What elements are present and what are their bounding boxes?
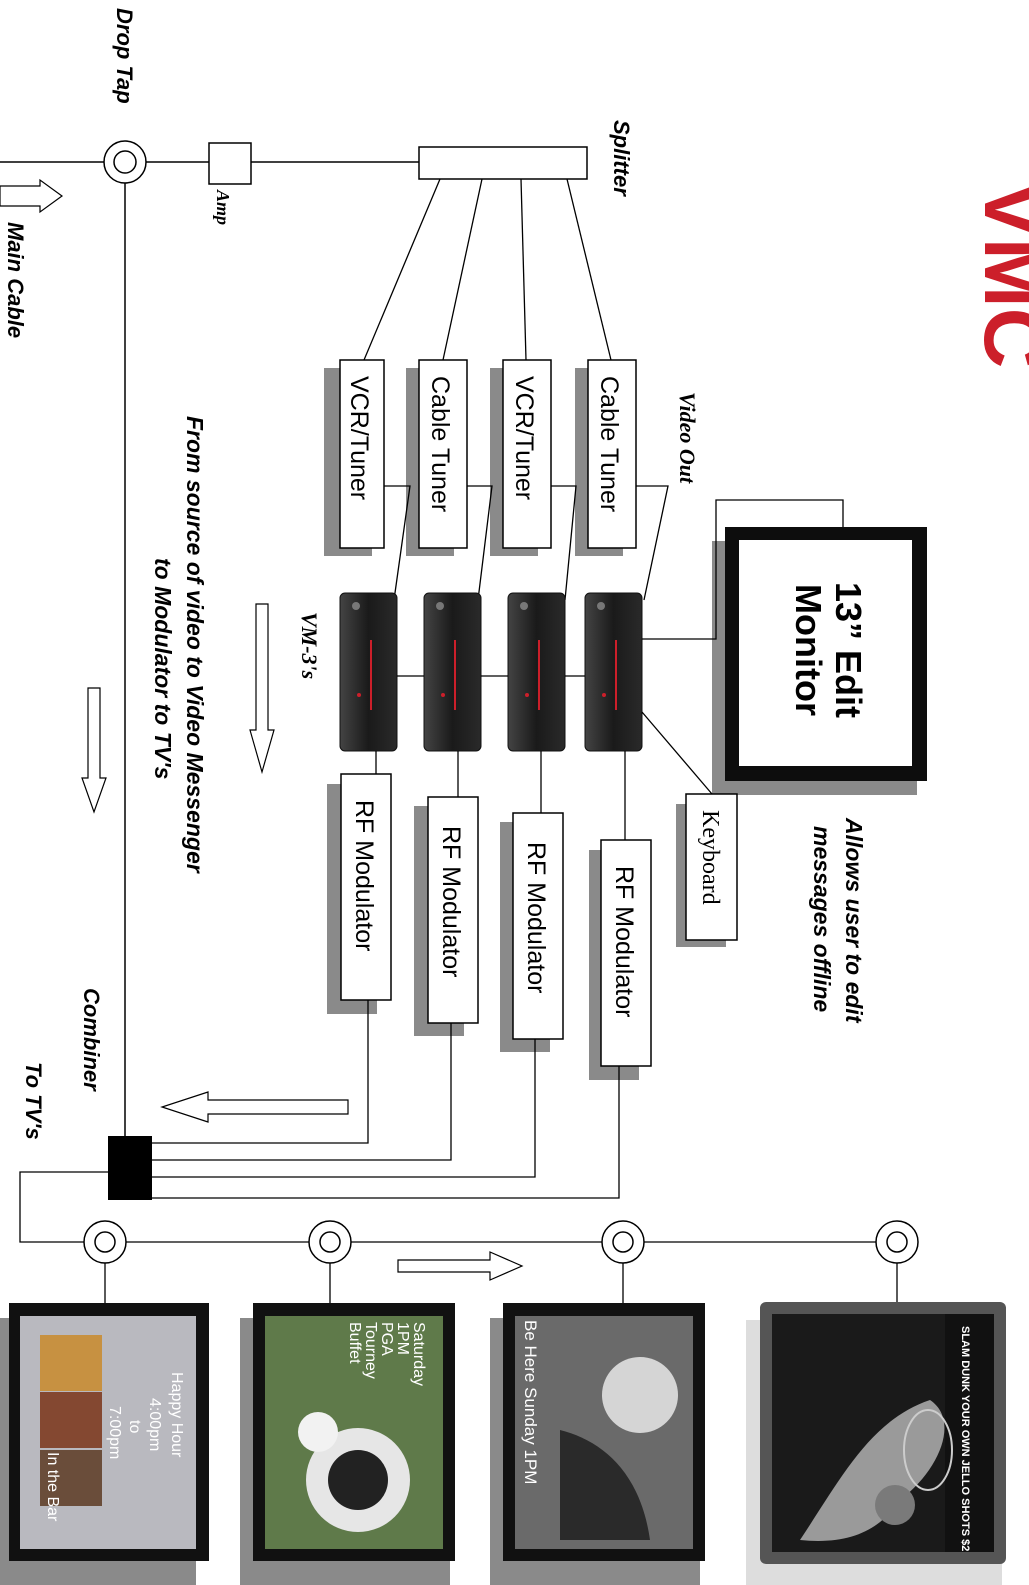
- tv3-line4: Tourney: [362, 1322, 379, 1379]
- main-cable-arrow-icon: [0, 178, 64, 214]
- tv3-line1: Saturday: [410, 1322, 427, 1386]
- flow-note-line1: From source of video to Video Messenger: [182, 416, 208, 874]
- tuner-4-label: VCR/Tuner: [345, 376, 373, 500]
- edit-monitor: [712, 527, 927, 795]
- tv-screen-4: Happy Hour 4:00pm to 7:00pm In the Bar: [0, 1303, 209, 1585]
- keyboard-cable-line: [641, 711, 713, 795]
- amp-label: Amp: [213, 189, 233, 225]
- modulator-2-label: RF Modulator: [522, 842, 550, 993]
- right-arrow-icon: [397, 1251, 524, 1281]
- combiner-box: [108, 1136, 152, 1200]
- to-tvs-label: To TV's: [21, 1062, 46, 1140]
- tv-taps: [83, 1220, 919, 1264]
- tuner-2-label: VCR/Tuner: [510, 376, 538, 500]
- modulator-1-label: RF Modulator: [610, 866, 638, 1017]
- tv-screen-2: Be Here Sunday 1PM: [490, 1303, 705, 1585]
- monitor-line1: 13” Edit: [828, 582, 869, 718]
- tv-screen-1: SLAM DUNK YOUR OWN JELLO SHOTS $2: [746, 1302, 1006, 1585]
- vm3-devices: [339, 592, 643, 752]
- monitor-cable-line: [642, 499, 844, 640]
- down-arrow-icon: [249, 603, 275, 775]
- tv1-promo-text: SLAM DUNK YOUR OWN JELLO SHOTS $2: [959, 1326, 971, 1551]
- tv3-line2: 1PM: [394, 1322, 411, 1355]
- combiner-output-line: [19, 1171, 108, 1243]
- down-arrow-2-icon: [81, 687, 107, 814]
- tv3-line3: PGA: [378, 1322, 395, 1356]
- edit-note-line2: messages offline: [809, 826, 835, 1012]
- keyboard-label: Keyboard: [697, 810, 723, 905]
- tv4-line4: 7:00pm: [106, 1406, 123, 1459]
- vm-to-modulator-lines: [375, 751, 626, 840]
- modulator-3-label: RF Modulator: [437, 826, 465, 977]
- tuner-to-vm-lines: [384, 485, 669, 601]
- splitter-lines: [363, 178, 612, 361]
- combiner-label: Combiner: [79, 988, 104, 1092]
- vmc-logo: VMC: [967, 182, 1029, 369]
- modulator-boxes: [327, 773, 652, 1080]
- tv4-line2: 4:00pm: [146, 1398, 163, 1451]
- tv4-line1: Happy Hour: [168, 1372, 185, 1458]
- video-out-label: Video Out: [675, 392, 700, 484]
- splitter-box: [418, 146, 588, 180]
- tv2-promo-text: Be Here Sunday 1PM: [521, 1320, 540, 1484]
- edit-note-line1: Allows user to edit: [841, 817, 867, 1024]
- logo-text: VMC: [967, 182, 1029, 369]
- tuner-3-label: Cable Tuner: [426, 376, 454, 512]
- tv4-line3: to: [126, 1420, 143, 1433]
- tv3-line5: Buffet: [346, 1322, 363, 1364]
- tuner-1-label: Cable Tuner: [595, 376, 623, 512]
- main-cable-label: Main Cable: [3, 222, 28, 338]
- tv4-line5: In the Bar: [44, 1452, 61, 1522]
- tuner-boxes: [324, 359, 637, 556]
- drop-tap: [103, 140, 147, 184]
- modulator-4-label: RF Modulator: [350, 800, 378, 951]
- modulator-to-combiner-lines: [152, 1000, 620, 1199]
- drop-tap-label: Drop Tap: [112, 8, 137, 104]
- left-arrow-icon: [160, 1091, 349, 1123]
- tv-screen-3: Saturday 1PM PGA Tourney Buffet: [240, 1303, 455, 1585]
- amp-box: [208, 142, 252, 185]
- monitor-line2: Monitor: [788, 584, 829, 716]
- splitter-label: Splitter: [609, 120, 634, 197]
- vm3s-label: VM-3's: [297, 612, 322, 679]
- flow-note-line2: to Modulator to TV's: [150, 558, 176, 779]
